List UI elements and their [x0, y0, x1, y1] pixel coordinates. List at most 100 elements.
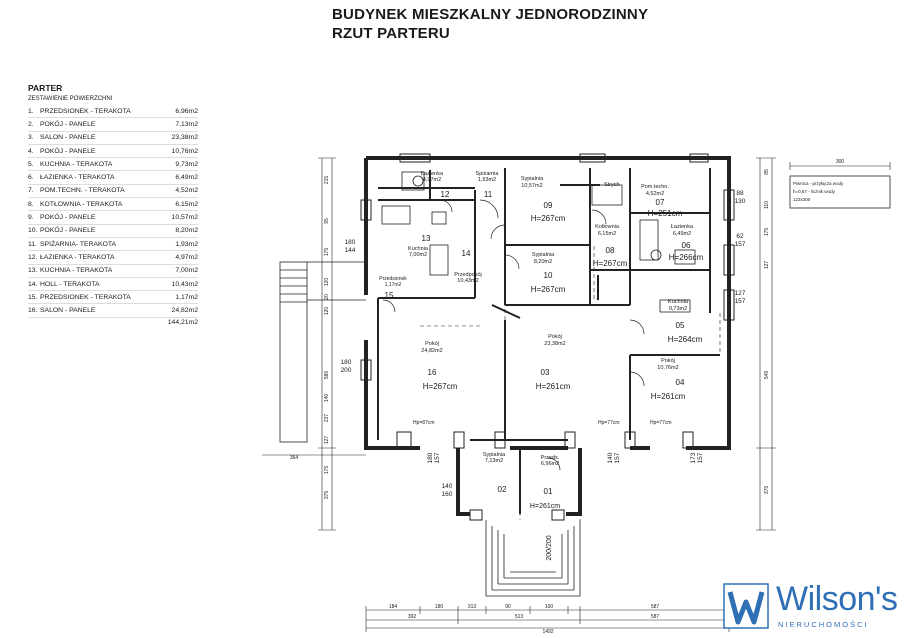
schedule-row-name: KOTŁOWNIA - TERAKOTA — [40, 200, 123, 208]
dim-300: 300 — [836, 159, 845, 165]
schedule-row-name: POKÓJ - PANELE — [40, 120, 96, 128]
schedule-row: 6. ŁAZIENKA - TERAKOTA 6,49m2 — [28, 171, 198, 185]
schedule-row: 13.KUCHNIA - TERAKOTA 7,00m2 — [28, 265, 198, 278]
window-dim-right: 157 — [735, 241, 746, 248]
schedule-row-area: 1,17m2 — [175, 293, 198, 301]
room-02-num: 02 — [498, 485, 507, 494]
schedule-row-name: HOLL - TERAKOTA — [40, 280, 100, 288]
room-15-area: 1,17m2 — [385, 282, 402, 288]
schedule-row-area: 23,38m2 — [171, 134, 198, 142]
schedule-row-name: POKÓJ - PANELE — [40, 214, 96, 222]
schedule-row-name: ŁAZIENKA - TERAKOTA — [40, 174, 115, 182]
dim-left-vertical: 20 — [324, 294, 330, 300]
schedule-row-area: 24,82m2 — [171, 307, 198, 315]
room-03-area: 23,38m2 — [544, 341, 565, 347]
area-schedule: PARTER ZESTAWIENIE POWIERZCHNI 1.PRZEDSI… — [28, 83, 198, 326]
dim-left-vertical: 95 — [324, 218, 330, 224]
dim-left-vertical: 175 — [324, 466, 330, 475]
dim-left-vertical: 175 — [324, 248, 330, 257]
fixtures — [381, 171, 696, 313]
stair-label: 200/200 — [546, 535, 553, 560]
room-14-area: 10,43m2 — [457, 278, 478, 284]
schedule-row-number: 5. — [28, 160, 34, 168]
room-13-area: 7,00m2 — [409, 252, 427, 258]
logo-sub: NIERUCHOMOŚCI — [778, 620, 869, 629]
dim-bottom-1: 587 — [651, 604, 660, 610]
dim-left-vertical: 140 — [324, 394, 330, 403]
schedule-row-number: 13. — [28, 267, 38, 275]
hp-label-3: Hp=77cm — [650, 420, 672, 426]
room-07: Pom.techn. 4,52m2 07 H=251cm — [641, 184, 682, 218]
dim-bottom-1: 313 — [468, 604, 477, 610]
room-10-area: 8,20m2 — [534, 259, 552, 265]
room-14: Przedpokój 10,43m2 14 — [454, 249, 482, 284]
schedule-row-area: 8,20m2 — [175, 227, 198, 235]
window-dim-right: 88 — [736, 190, 744, 197]
room-06-name: Łazienka — [671, 224, 694, 230]
schedule-row-name: KUCHNIA - TERAKOTA — [40, 160, 113, 168]
dim-left-vertical: 120 — [324, 278, 330, 287]
schedule-row-area: 6,96m2 — [175, 107, 198, 115]
room-01-num: 01 — [544, 487, 553, 496]
room-06-height: H=266cm — [669, 253, 704, 262]
room-13: Kuchnia 7,00m2 13 — [408, 234, 431, 258]
schedule-row-name: POKÓJ - PANELE — [40, 227, 96, 235]
window-dim-right: 62 — [736, 233, 744, 240]
schedule-row-area: 6,49m2 — [175, 174, 198, 182]
dim-bottom-1: 90 — [505, 604, 511, 610]
basement-note-1: Piwnica - przyłącza wody — [793, 181, 844, 186]
window-dim-left: 144 — [345, 247, 356, 254]
room-03: Pokój 23,38m2 03 H=261cm — [536, 334, 571, 391]
room-11-area: 1,93m2 — [478, 177, 496, 183]
schedule-row-name: POKÓJ - PANELE — [40, 147, 96, 155]
drawing-notes: Strych Hp=87cm Hp=77cm Hp=77cm Piwnica -… — [290, 159, 845, 561]
basement-note-3: 123x300 — [793, 197, 811, 202]
window-dim-right: 157 — [735, 298, 746, 305]
room-10-name: Sypialnia — [532, 252, 555, 258]
dim-bottom-2: 392 — [408, 614, 417, 620]
room-04-num: 04 — [676, 378, 685, 387]
room-02-name: Sypialnia — [483, 452, 506, 458]
room-06-num: 06 — [682, 241, 691, 250]
schedule-row-number: 14. — [28, 280, 38, 288]
window-dim-left: 140 — [442, 483, 453, 490]
room-12-name: Łazienka — [421, 171, 444, 177]
dim-bottom-1: 100 — [545, 604, 554, 610]
dim-right-vertical: 127 — [764, 261, 770, 270]
schedule-row-name: KUCHNIA - TERAKOTA — [40, 267, 113, 275]
room-11-name: Spiżarnia — [476, 171, 500, 177]
room-16-height: H=267cm — [423, 382, 458, 391]
room-05: Kuchnia 9,73m2 05 H=264cm — [668, 299, 703, 344]
hp-label-2: Hp=77cm — [598, 420, 620, 426]
window-dim-left: 180 — [345, 239, 356, 246]
schedule-row-number: 2. — [28, 120, 34, 128]
schedule-row-number: 10. — [28, 227, 38, 235]
schedule-row-name: PRZEDSIONEK - TERAKOTA — [40, 293, 131, 301]
dim-bottom-total: 1492 — [542, 629, 553, 635]
title-line2: RZUT PARTERU — [332, 25, 450, 42]
interior-walls — [377, 168, 720, 514]
room-04-area: 10,76m2 — [657, 365, 678, 371]
room-12-num: 12 — [441, 190, 450, 199]
room-15-num: 15 — [385, 291, 394, 300]
schedule-row-number: 6. — [28, 174, 34, 182]
schedule-row-number: 12. — [28, 253, 38, 261]
room-07-name: Pom.techn. — [641, 184, 669, 190]
wilsons-logo-icon — [723, 583, 769, 629]
room-04-height: H=261cm — [651, 392, 686, 401]
room-01-name: Przeds. — [541, 455, 560, 461]
room-16-name: Pokój — [425, 341, 439, 347]
schedule-row-area: 7,00m2 — [175, 267, 198, 275]
dim-right-vertical: 175 — [764, 228, 770, 237]
dim-left-vertical: 215 — [324, 176, 330, 185]
room-12-area: 4,97m2 — [423, 177, 441, 183]
room-09: Sypialnia 10,57m2 09 H=267cm — [521, 176, 566, 223]
room-08: Kotłownia 6,15m2 08 H=267cm — [593, 224, 628, 268]
room-08-num: 08 — [606, 246, 615, 255]
